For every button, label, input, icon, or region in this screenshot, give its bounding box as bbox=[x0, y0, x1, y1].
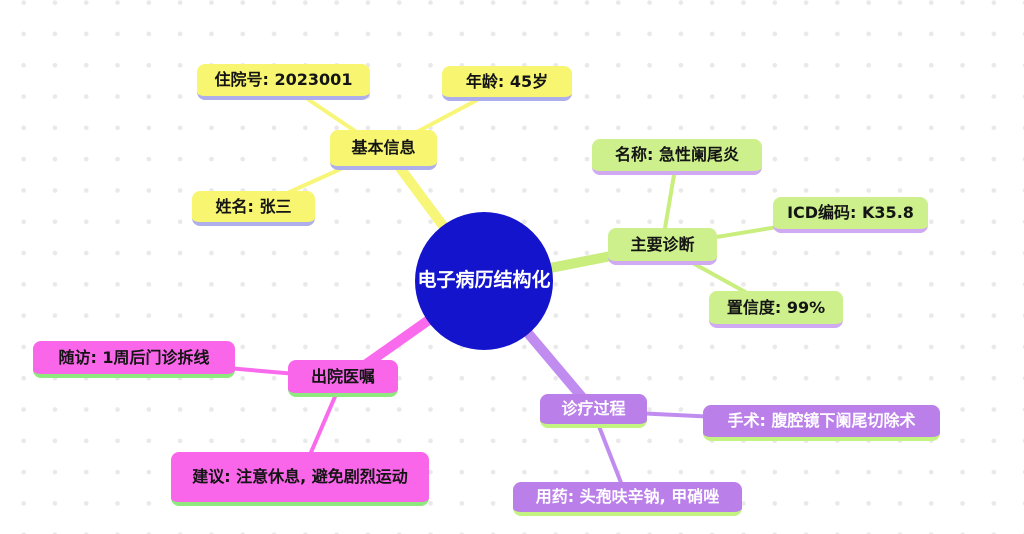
node-confidence[interactable]: 置信度: 99% bbox=[709, 291, 843, 328]
node-name[interactable]: 姓名: 张三 bbox=[192, 191, 315, 226]
node-treatment-process[interactable]: 诊疗过程 bbox=[540, 394, 647, 428]
node-icd-code[interactable]: ICD编码: K35.8 bbox=[773, 197, 928, 233]
node-surgery[interactable]: 手术: 腹腔镜下阑尾切除术 bbox=[703, 405, 940, 441]
node-discharge-orders[interactable]: 出院医嘱 bbox=[288, 360, 398, 397]
node-age[interactable]: 年龄: 45岁 bbox=[442, 66, 572, 101]
node-basic-info[interactable]: 基本信息 bbox=[330, 130, 437, 170]
node-medication[interactable]: 用药: 头孢呋辛钠, 甲硝唑 bbox=[513, 482, 742, 516]
node-followup[interactable]: 随访: 1周后门诊拆线 bbox=[33, 341, 235, 378]
node-main-diagnosis[interactable]: 主要诊断 bbox=[608, 228, 717, 265]
node-root[interactable]: 电子病历结构化 bbox=[415, 212, 553, 350]
node-diagnosis-name[interactable]: 名称: 急性阑尾炎 bbox=[592, 139, 762, 175]
node-advice[interactable]: 建议: 注意休息, 避免剧烈运动 bbox=[171, 452, 429, 506]
node-admission-no[interactable]: 住院号: 2023001 bbox=[197, 64, 370, 100]
